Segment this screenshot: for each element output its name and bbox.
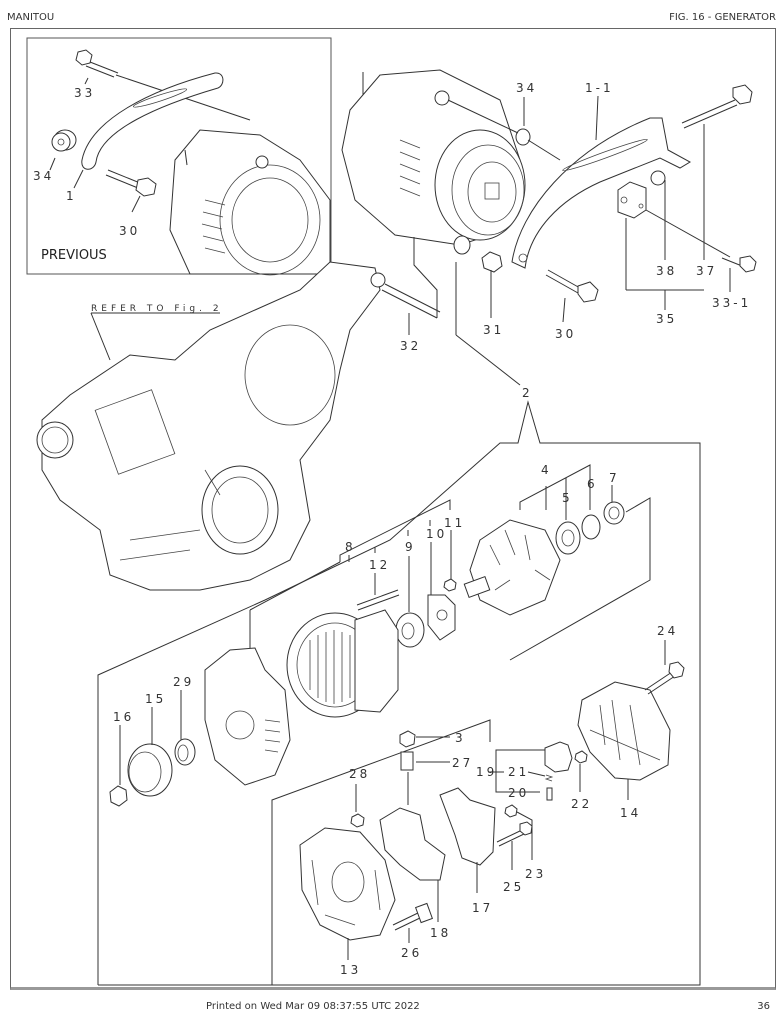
nut-28: [350, 813, 365, 828]
callout-17: 17: [472, 901, 493, 915]
nut-3: [399, 730, 416, 748]
washer-34: [515, 128, 531, 146]
callout-inset-30: 30: [119, 224, 140, 238]
nut-38: [650, 170, 666, 186]
callout-7: 7: [609, 471, 620, 485]
pulley-15: [127, 743, 173, 797]
callout-34: 34: [516, 81, 537, 95]
callout-33-1: 33-1: [712, 296, 751, 310]
inset-washer-34: [51, 129, 77, 152]
front-housing: [204, 647, 291, 786]
insulator-27: [400, 751, 414, 771]
callout-12: 12: [369, 558, 390, 572]
rear-cover-group: 19 21 20 22 14 24: [476, 624, 685, 820]
stator-group: 8 12 9 10 11: [249, 499, 465, 718]
previous-inset: 33 34 1 30 PREVIOUS: [26, 37, 332, 276]
callout-2-bracket: 2: [97, 262, 701, 986]
callout-20: 20: [508, 786, 529, 800]
collar-29: [174, 738, 196, 766]
callout-6: 6: [587, 477, 598, 491]
seal-7: [603, 501, 625, 525]
bolt-33-1: [645, 209, 757, 273]
callout-38: 38: [656, 264, 677, 278]
callout-32: 32: [400, 339, 421, 353]
bolt-30: [545, 269, 599, 303]
front-housing-group: 16 15 29: [109, 647, 291, 807]
inset-alternator: [169, 129, 331, 276]
callout-31: 31: [483, 323, 504, 337]
callout-5: 5: [562, 491, 573, 505]
diagram-frame: [10, 28, 776, 990]
inset-bolt-30: [105, 169, 157, 197]
callout-28: 28: [349, 767, 370, 781]
screw-23: [504, 804, 518, 818]
spring-21: [544, 774, 554, 782]
bolt-37: [681, 84, 753, 129]
rear-housing-13: [299, 827, 396, 941]
rectifier-18: [379, 807, 446, 881]
rear-cover-14: [577, 681, 671, 781]
callout-1-1: 1-1: [585, 81, 614, 95]
print-timestamp: Printed on Wed Mar 09 08:37:55 UTC 2022: [206, 1001, 420, 1012]
page-number: 36: [757, 1001, 770, 1012]
callout-11: 11: [444, 516, 465, 530]
callout-29: 29: [173, 675, 194, 689]
callout-2: 2: [522, 386, 533, 400]
rotor-4: [469, 519, 561, 616]
block-35: [617, 181, 647, 219]
callout-10: 10: [426, 527, 447, 541]
callout-3: 3: [455, 731, 466, 745]
previous-label: PREVIOUS: [41, 248, 107, 263]
callout-4: 4: [541, 463, 552, 477]
callout-15: 15: [145, 692, 166, 706]
bracket-1-1: [511, 117, 692, 269]
screw-11: [443, 578, 457, 592]
callout-23: 23: [525, 867, 546, 881]
bearing-5: [555, 521, 581, 555]
bolt-25: [496, 821, 533, 870]
refer-note: REFER TO Fig. 2: [91, 304, 223, 314]
callout-27: 27: [452, 756, 473, 770]
callout-19: 19: [476, 765, 497, 779]
callout-16: 16: [113, 710, 134, 724]
callout-8: 8: [345, 540, 356, 554]
brush-20: [546, 787, 553, 801]
callout-9: 9: [405, 540, 416, 554]
gear-case-cover: REFER TO Fig. 2 32: [36, 237, 441, 591]
inset-bracket-1: [81, 72, 224, 170]
figure-title: FIG. 16 - GENERATOR: [669, 12, 776, 23]
bolt-24: [644, 640, 685, 695]
rotor-group: 4 5 6 7: [463, 463, 651, 661]
bolt-26: [392, 902, 434, 943]
callout-26: 26: [401, 946, 422, 960]
callout-14: 14: [620, 806, 641, 820]
callout-24: 24: [657, 624, 678, 638]
callout-13: 13: [340, 963, 361, 977]
stud-12: [356, 589, 399, 606]
bearing-9: [395, 612, 425, 648]
callout-22: 22: [571, 797, 592, 811]
callout-30: 30: [555, 327, 576, 341]
callout-inset-1: 1: [66, 189, 77, 203]
callout-18: 18: [430, 926, 451, 940]
nut-16: [109, 785, 128, 807]
callout-25: 25: [503, 880, 524, 894]
rear-section-group: 3 27 28 13 18 17 26: [271, 719, 546, 985]
regulator-17: [439, 787, 496, 866]
brush-holder-19: [544, 741, 573, 773]
callout-inset-34: 34: [33, 169, 54, 183]
alternator-assembly: 34 1-1 38 37 35 33-1 31 30: [341, 69, 757, 341]
nut-31: [481, 251, 503, 273]
callout-37: 37: [696, 264, 717, 278]
screw-22: [574, 750, 588, 764]
brand-label: MANITOU: [7, 12, 55, 23]
callout-inset-33: 33: [74, 86, 95, 100]
spacer-6: [581, 514, 601, 540]
callout-21: 21: [508, 765, 529, 779]
plate-10: [427, 594, 456, 641]
callout-35: 35: [656, 312, 677, 326]
